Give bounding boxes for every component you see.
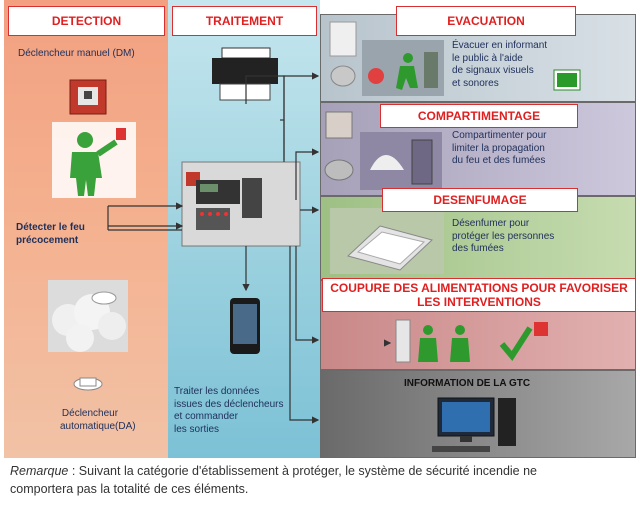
intervention-scene-icon (395, 319, 548, 363)
traitement-line2: issues des déclencheurs (174, 398, 284, 410)
smoke-vent-scene-icon (330, 208, 444, 274)
remark-line1: Remarque : Suivant la catégorie d'établi… (10, 462, 632, 480)
smartphone-icon (230, 298, 260, 354)
remark-prefix: Remarque (10, 464, 69, 478)
coupure-header-line1: COUPURE DES ALIMENTATIONS POUR FAVORISER (330, 281, 628, 295)
evacuation-scene-icon (329, 21, 581, 96)
auto-line2: automatique(DA) (60, 420, 136, 432)
traitement-header: TRAITEMENT (172, 6, 317, 36)
traitement-line1: Traiter les données (174, 386, 260, 397)
traitement-text: Traiter les données issues des déclenche… (174, 386, 284, 436)
desenfumage-line1: Désenfumer pour (452, 218, 530, 229)
coupure-header: COUPURE DES ALIMENTATIONS POUR FAVORISER… (322, 278, 636, 312)
remark-note: Remarque : Suivant la catégorie d'établi… (10, 462, 632, 498)
evacuation-line3: de signaux visuels (452, 65, 534, 76)
remark-text-line1: : Suivant la catégorie d'établissement à… (68, 464, 538, 478)
manual-call-point-icon (69, 79, 107, 115)
smoke-detector-icon (73, 377, 103, 391)
evacuation-header: EVACUATION (396, 6, 576, 36)
auto-trigger-label: Déclencheur automatique(DA) (60, 408, 136, 433)
compartimentage-text: Compartimenter pour limiter la propagati… (452, 130, 546, 168)
desenfumage-line2: protéger les personnes (452, 230, 555, 242)
evacuation-line2: le public à l'aide (452, 52, 523, 64)
evacuation-line1: Évacuer en informant (452, 40, 548, 51)
printer-icon (212, 47, 278, 101)
desenfumage-line3: des fumées (452, 243, 504, 254)
auto-line1: Déclencheur (61, 408, 119, 419)
smoke-scene-icon (48, 280, 128, 352)
compartimentage-header: COMPARTIMENTAGE (380, 104, 578, 128)
connector-lines (107, 72, 392, 424)
evacuation-text: Évacuer en informant le public à l'aide … (452, 40, 547, 90)
person-alarm-icon (52, 122, 136, 198)
manual-trigger-label: Déclencheur manuel (DM) (18, 48, 135, 59)
fire-door-scene-icon (324, 111, 442, 190)
coupure-header-line2: LES INTERVENTIONS (417, 295, 541, 309)
compartimentage-line3: du feu et des fumées (452, 155, 546, 166)
remark-text-line2: comportera pas la totalité de ces élémen… (10, 482, 249, 496)
detection-header: DETECTION (8, 6, 165, 36)
compartimentage-line1: Compartimenter pour (452, 130, 547, 141)
desenfumage-text: Désenfumer pour protéger les personnes d… (452, 218, 554, 256)
detect-line2: précocement (16, 234, 79, 246)
detect-text: Détecter le feu précocement (16, 222, 85, 247)
traitement-line4: les sorties (174, 423, 220, 435)
compartimentage-line2: limiter la propagation (452, 142, 545, 154)
evacuation-line4: et sonores (452, 77, 499, 89)
detect-line1: Détecter le feu (16, 222, 85, 233)
control-panel-icon (181, 161, 301, 247)
computer-icon (432, 397, 516, 452)
traitement-line3: et commander (174, 411, 238, 422)
diagram-graphics (48, 21, 581, 452)
desenfumage-header: DESENFUMAGE (382, 188, 578, 212)
gtc-label: INFORMATION DE LA GTC (404, 378, 531, 389)
